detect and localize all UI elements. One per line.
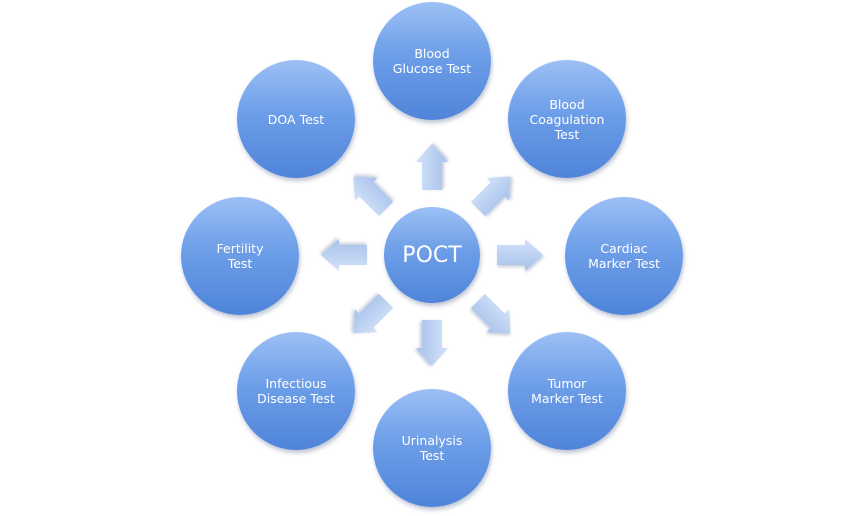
node-doa: DOA Test xyxy=(237,60,355,178)
arrow-up-right-icon xyxy=(470,176,511,217)
node-blood-coagulation: Blood Coagulation Test xyxy=(508,60,626,178)
node-cardiac-marker: Cardiac Marker Test xyxy=(565,197,683,315)
node-label: Blood Coagulation Test xyxy=(529,96,605,142)
arrow-down-left-icon xyxy=(353,293,394,334)
node-fertility: Fertility Test xyxy=(181,197,299,315)
node-tumor-marker: Tumor Marker Test xyxy=(508,332,626,450)
center-node-poct: POCT xyxy=(384,207,480,303)
node-label: Urinalysis Test xyxy=(401,433,463,463)
node-label: Infectious Disease Test xyxy=(257,376,335,406)
arrow-down-icon xyxy=(416,320,448,366)
node-label: DOA Test xyxy=(267,111,325,127)
center-node-label: POCT xyxy=(402,242,462,268)
node-infectious-disease: Infectious Disease Test xyxy=(237,332,355,450)
node-label: Blood Glucose Test xyxy=(392,46,472,76)
node-label: Tumor Marker Test xyxy=(531,376,603,406)
arrow-right-icon xyxy=(497,239,543,271)
node-blood-glucose: Blood Glucose Test xyxy=(373,2,491,120)
node-label: Cardiac Marker Test xyxy=(588,241,660,271)
node-urinalysis: Urinalysis Test xyxy=(373,389,491,507)
arrow-left-icon xyxy=(321,239,367,271)
arrow-down-right-icon xyxy=(470,293,511,334)
arrow-up-left-icon xyxy=(353,176,394,217)
arrow-up-icon xyxy=(416,144,448,190)
node-label: Fertility Test xyxy=(216,241,264,271)
